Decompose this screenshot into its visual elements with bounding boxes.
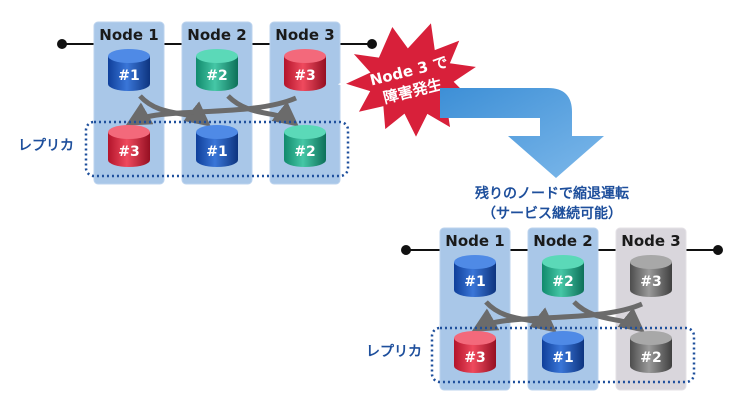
svg-text:#2: #2	[206, 68, 227, 84]
transition-arrow	[440, 88, 604, 178]
failure-burst: Node 3 で 障害発生	[337, 16, 485, 144]
disk-after-replica-3-failed: #2	[630, 331, 672, 373]
disk-after-primary-2: #2	[542, 255, 584, 297]
svg-text:#3: #3	[294, 68, 315, 84]
disk-replica-3: #2	[284, 125, 326, 167]
before-cluster: Node 1 Node 2 Node 3 #1 #2 #3 レプリカ	[18, 21, 377, 185]
replication-arrow-3-to-1	[125, 95, 297, 126]
network-endpoint-after-left	[401, 245, 411, 255]
network-endpoint-after-right	[713, 245, 723, 255]
node-label-3: Node 3	[275, 26, 334, 44]
caption-line1: 残りのノードで縮退運転	[475, 185, 629, 202]
after-cluster: Node 1 Node 2 Node 3 #1 #2 #3 レプリカ #3	[366, 227, 723, 391]
disk-after-replica-2: #1	[542, 331, 584, 373]
node-label-after-2: Node 2	[533, 232, 592, 250]
svg-text:#1: #1	[118, 68, 139, 84]
svg-text:#3: #3	[118, 144, 139, 160]
svg-text:#1: #1	[464, 274, 485, 290]
caption-line2: （サービス継続可能）	[482, 205, 622, 222]
disk-primary-3: #3	[284, 49, 326, 91]
svg-text:#2: #2	[294, 144, 315, 160]
disk-primary-2: #2	[196, 49, 238, 91]
disk-after-primary-3-failed: #3	[630, 255, 672, 297]
node-label-1: Node 1	[99, 26, 158, 44]
svg-text:#1: #1	[206, 144, 227, 160]
replication-arrow-2-to-3	[226, 94, 299, 127]
svg-text:#2: #2	[640, 350, 661, 366]
replica-label: レプリカ	[18, 138, 74, 154]
replica-group	[84, 120, 350, 178]
replica-group-after	[430, 326, 696, 384]
svg-text:#2: #2	[552, 274, 573, 290]
node-label-after-1: Node 1	[445, 232, 504, 250]
replication-arrow-after-2-to-3	[572, 300, 645, 333]
disk-replica-2: #1	[196, 125, 238, 167]
svg-text:#3: #3	[640, 274, 661, 290]
burst-shape	[337, 16, 485, 144]
replication-arrow-after-3-to-1	[471, 301, 643, 332]
network-endpoint-right	[367, 39, 377, 49]
network-endpoint-left	[57, 39, 67, 49]
disk-after-replica-1: #3	[454, 331, 496, 373]
disk-replica-1: #3	[108, 125, 150, 167]
svg-text:#3: #3	[464, 350, 485, 366]
disk-after-primary-1: #1	[454, 255, 496, 297]
disk-primary-1: #1	[108, 49, 150, 91]
svg-text:#1: #1	[552, 350, 573, 366]
replica-label-after: レプリカ	[366, 344, 422, 360]
node-label-after-3: Node 3	[621, 232, 680, 250]
node-label-2: Node 2	[187, 26, 246, 44]
